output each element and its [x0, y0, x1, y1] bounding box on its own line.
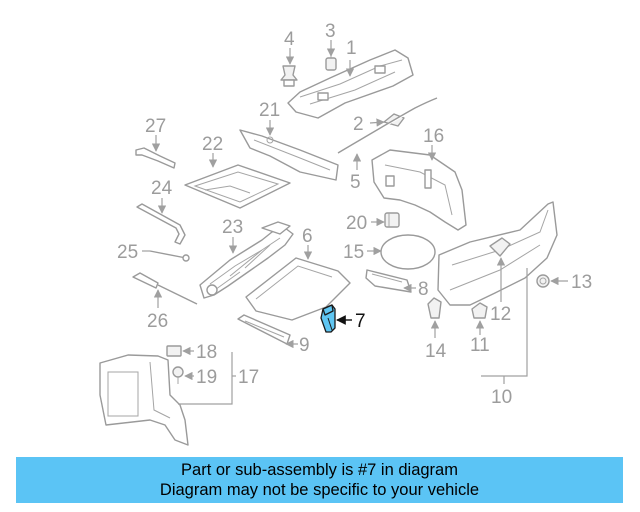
- banner-line-2: Diagram may not be specific to your vehi…: [159, 481, 480, 499]
- part-12-clip: [489, 237, 511, 257]
- leader-17: [178, 352, 233, 405]
- callout-10: 10: [491, 387, 512, 408]
- callout-15: 15: [343, 242, 364, 263]
- part-3-clip: [325, 50, 337, 71]
- part-8-block: [365, 269, 412, 293]
- callout-21: 21: [259, 100, 280, 121]
- part-25-rod: [149, 250, 190, 262]
- part-14-clip: [427, 297, 442, 319]
- part-5-trim-strip: [337, 97, 438, 154]
- callout-4: 4: [284, 29, 295, 50]
- callout-27: 27: [145, 116, 166, 137]
- callout-8: 8: [418, 279, 429, 300]
- callout-1: 1: [346, 38, 357, 59]
- part-22-tool-tray: [184, 164, 291, 209]
- leader-10: [481, 268, 528, 377]
- callout-3: 3: [325, 21, 336, 42]
- callout-25: 25: [117, 242, 138, 263]
- callout-11: 11: [470, 335, 490, 356]
- part-27-wrench: [135, 147, 176, 169]
- part-9-tray: [237, 314, 291, 345]
- callout-2: 2: [353, 114, 364, 135]
- info-banner: Part or sub-assembly is #7 in diagram Di…: [16, 457, 623, 503]
- banner-line-1: Part or sub-assembly is #7 in diagram: [181, 461, 458, 479]
- callout-16: 16: [423, 126, 444, 147]
- callout-20: 20: [346, 213, 367, 234]
- callout-19: 19: [196, 367, 217, 388]
- part-23-jack: [199, 221, 294, 299]
- callout-18: 18: [196, 342, 217, 363]
- part-20-clip: [384, 212, 400, 228]
- part-26-screwdriver: [132, 272, 198, 305]
- part-15-pad: [380, 234, 436, 270]
- callout-26: 26: [147, 311, 168, 332]
- part-17-side-trim: [99, 354, 189, 446]
- part-21-trim-panel: [239, 129, 339, 181]
- part-1-parcel-shelf: [287, 49, 414, 119]
- callout-6: 6: [302, 226, 313, 247]
- callout-22: 22: [202, 134, 223, 155]
- callout-7: 7: [355, 311, 366, 332]
- part-4-push-clip: [280, 65, 298, 87]
- callout-17: 17: [238, 367, 259, 388]
- part-13-grommet: [536, 274, 550, 288]
- callout-13: 13: [571, 272, 592, 293]
- callout-12: 12: [490, 304, 511, 325]
- callout-5: 5: [350, 172, 361, 193]
- callout-23: 23: [222, 217, 243, 238]
- part-18-clip: [166, 345, 182, 357]
- parts-diagram: 1 2 3 4 5 6 7 8 9 10 12 13 14 15 16 17 1…: [99, 21, 592, 446]
- part-11-clip: [471, 302, 488, 319]
- callout-14: 14: [425, 341, 447, 362]
- part-7-highlighted-bracket: [320, 304, 336, 333]
- part-6-floor-mat: [245, 257, 351, 321]
- callout-9: 9: [299, 335, 310, 356]
- leader-2: [369, 118, 385, 127]
- part-24-lug-wrench: [136, 203, 186, 245]
- callout-24: 24: [151, 178, 173, 199]
- part-19-screw: [172, 366, 184, 384]
